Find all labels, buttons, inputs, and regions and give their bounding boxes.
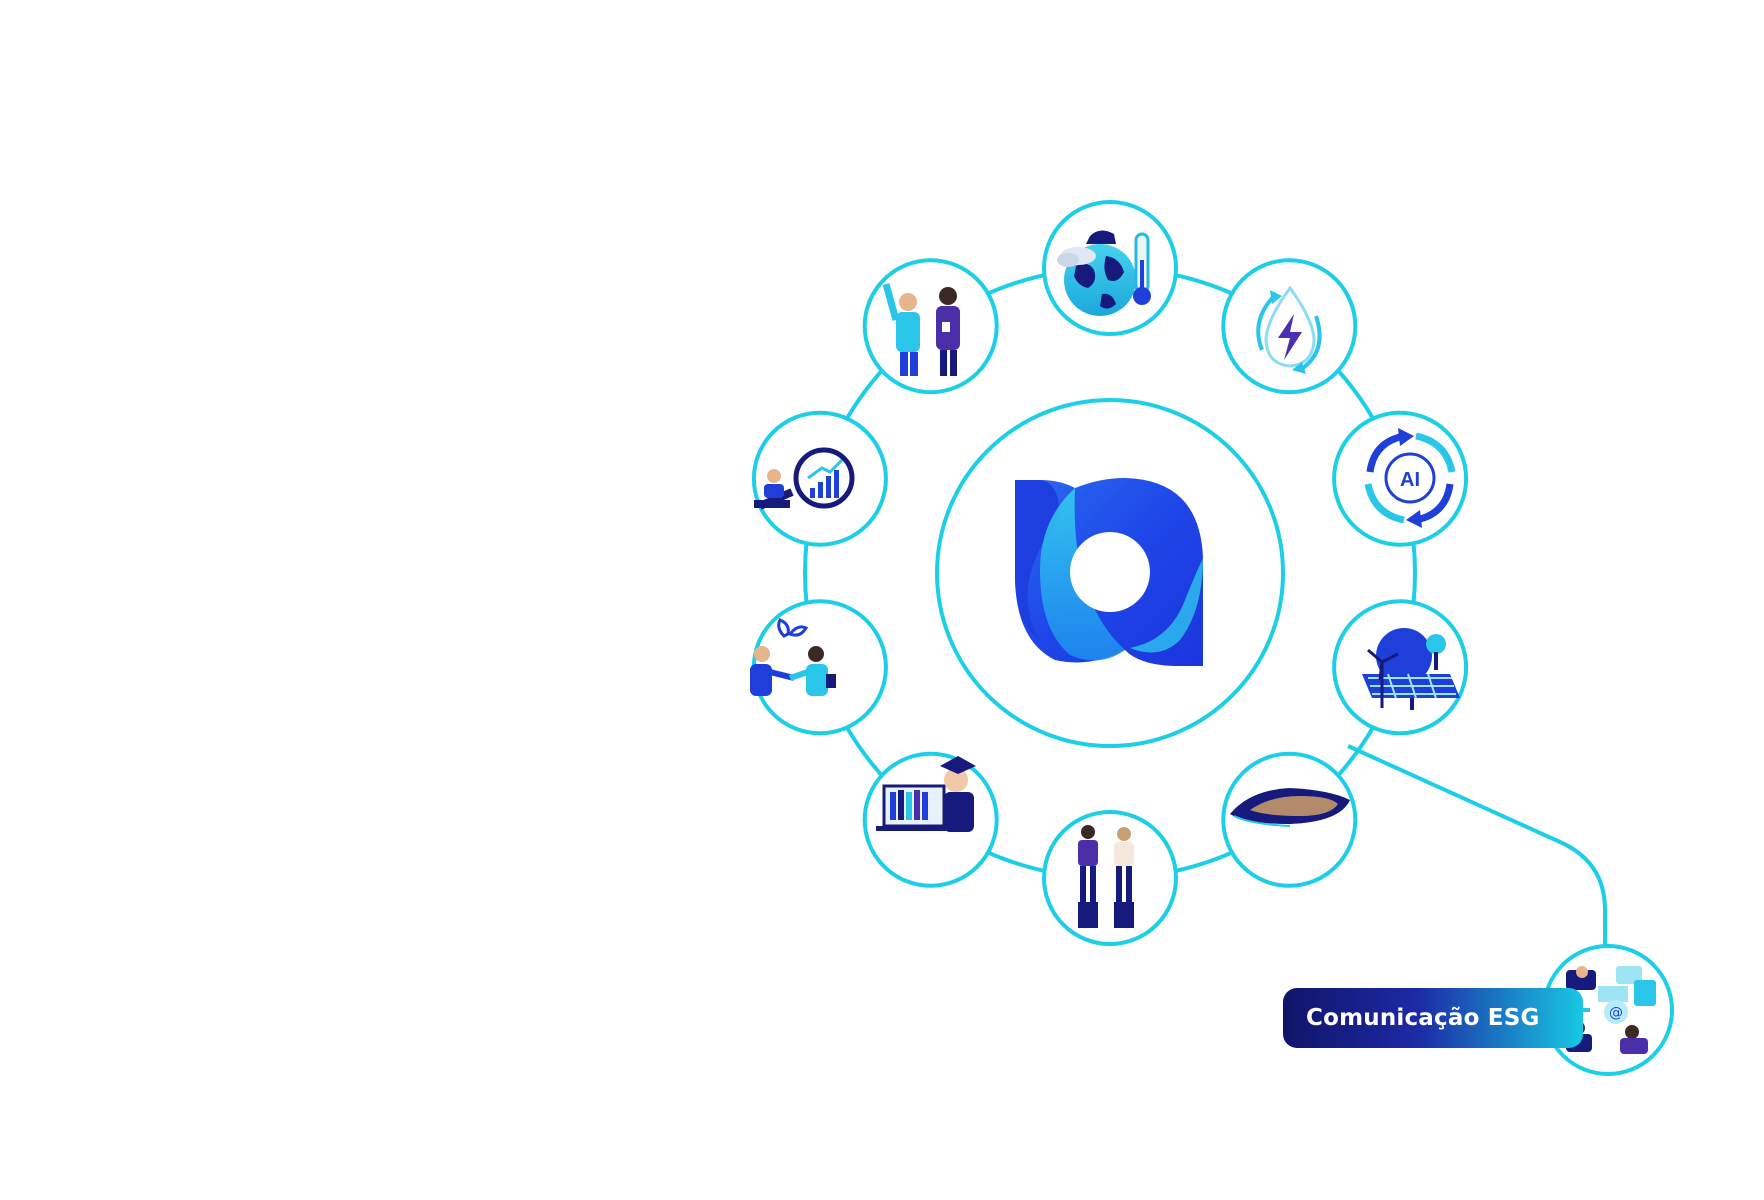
solar-wind-icon [1362, 628, 1460, 710]
center-hub [935, 398, 1285, 748]
handshake-icon [750, 618, 836, 696]
brand-a-logo [1015, 478, 1203, 666]
svg-text:AI: AI [1400, 469, 1420, 491]
ai-cycle-icon: AI [1364, 428, 1456, 528]
comunicacao-esg-label[interactable]: Comunicação ESG [1283, 988, 1583, 1048]
globe-thermometer-icon [1057, 230, 1151, 316]
land-excavation-icon [1230, 788, 1350, 827]
people-pedestals-icon [1078, 825, 1134, 928]
node-team[interactable] [862, 258, 999, 395]
svg-text:@: @ [1609, 1005, 1623, 1021]
magnifier-growth-chart-icon [754, 447, 855, 510]
water-drop-lightning-icon [1256, 285, 1322, 374]
node-diversity[interactable] [1042, 810, 1178, 946]
team-people-icon [882, 283, 960, 376]
connector-line [1347, 744, 1607, 956]
graduation-laptop-icon [876, 756, 976, 832]
